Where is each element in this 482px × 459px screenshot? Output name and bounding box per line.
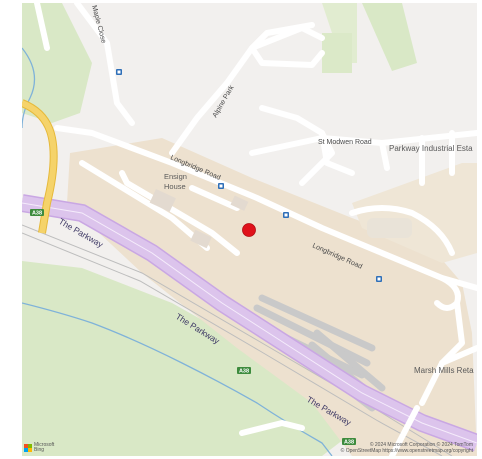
woodland-area-south bbox=[22, 261, 352, 456]
stream-south bbox=[22, 302, 333, 456]
service-road-small bbox=[189, 185, 240, 211]
green-field-north bbox=[362, 3, 417, 71]
svg-text:A38: A38 bbox=[239, 369, 249, 375]
map-view[interactable]: A38 A38 A38 Longbridge Road Longbridge R… bbox=[22, 3, 477, 456]
place-label-marsh-mills: Marsh Mills Reta bbox=[414, 366, 474, 375]
stream-west bbox=[22, 47, 36, 129]
lane-northwest bbox=[34, 3, 50, 51]
park-area-northwest bbox=[22, 3, 92, 123]
location-marker-icon[interactable] bbox=[242, 223, 256, 237]
green-field-small bbox=[322, 33, 352, 73]
bus-stop-icon[interactable] bbox=[218, 183, 224, 189]
alpine-park-loop bbox=[249, 45, 325, 68]
st-modwen-road bbox=[249, 130, 477, 156]
bus-stop-icon[interactable] bbox=[376, 276, 382, 282]
bus-stop-icon[interactable] bbox=[283, 212, 289, 218]
attribution-line-1: © 2024 Microsoft Corporation © 2024 TomT… bbox=[369, 442, 473, 448]
local-roads bbox=[34, 3, 477, 456]
longbridge-road bbox=[54, 125, 477, 291]
svg-text:A38: A38 bbox=[32, 211, 42, 217]
map-canvas[interactable]: A38 A38 A38 Longbridge Road Longbridge R… bbox=[22, 3, 477, 456]
place-label-ensign: Ensign bbox=[164, 172, 187, 181]
place-label-parkway-industrial: Parkway Industrial Esta bbox=[389, 144, 473, 153]
eastern-loop-road bbox=[349, 205, 455, 256]
marsh-mills-road-south bbox=[389, 405, 420, 456]
road-label-st-modwen: St Modwen Road bbox=[318, 139, 372, 146]
bus-stop-icon[interactable] bbox=[116, 69, 122, 75]
alpine-park-spur bbox=[249, 22, 315, 51]
attribution-line-2[interactable]: © OpenStreetMap https://www.openstreetma… bbox=[340, 448, 473, 454]
brand-microsoft: Microsoft bbox=[34, 442, 55, 448]
woodland-track bbox=[239, 420, 305, 436]
maple-close-road bbox=[74, 3, 135, 126]
place-label-house: House bbox=[164, 182, 186, 191]
marsh-mills-access bbox=[419, 300, 465, 406]
a38-shield-bottom: A38 bbox=[342, 438, 356, 446]
industrial-spur-1 bbox=[319, 130, 355, 176]
brand-bing: Bing bbox=[34, 447, 45, 453]
marsh-mills-spur bbox=[439, 345, 477, 366]
buildings bbox=[149, 189, 412, 249]
a38-shield-mid: A38 bbox=[237, 367, 251, 375]
industrial-spur-2 bbox=[379, 140, 390, 171]
bing-brand: Microsoft Bing bbox=[24, 443, 54, 453]
microsoft-logo-icon bbox=[24, 444, 32, 452]
a38-shield-left: A38 bbox=[30, 209, 44, 217]
svg-text:A38: A38 bbox=[344, 440, 354, 446]
a38-link-road bbox=[22, 100, 57, 234]
map-attribution: © 2024 Microsoft Corporation © 2024 TomT… bbox=[341, 442, 473, 454]
alpine-park-road bbox=[169, 25, 325, 156]
